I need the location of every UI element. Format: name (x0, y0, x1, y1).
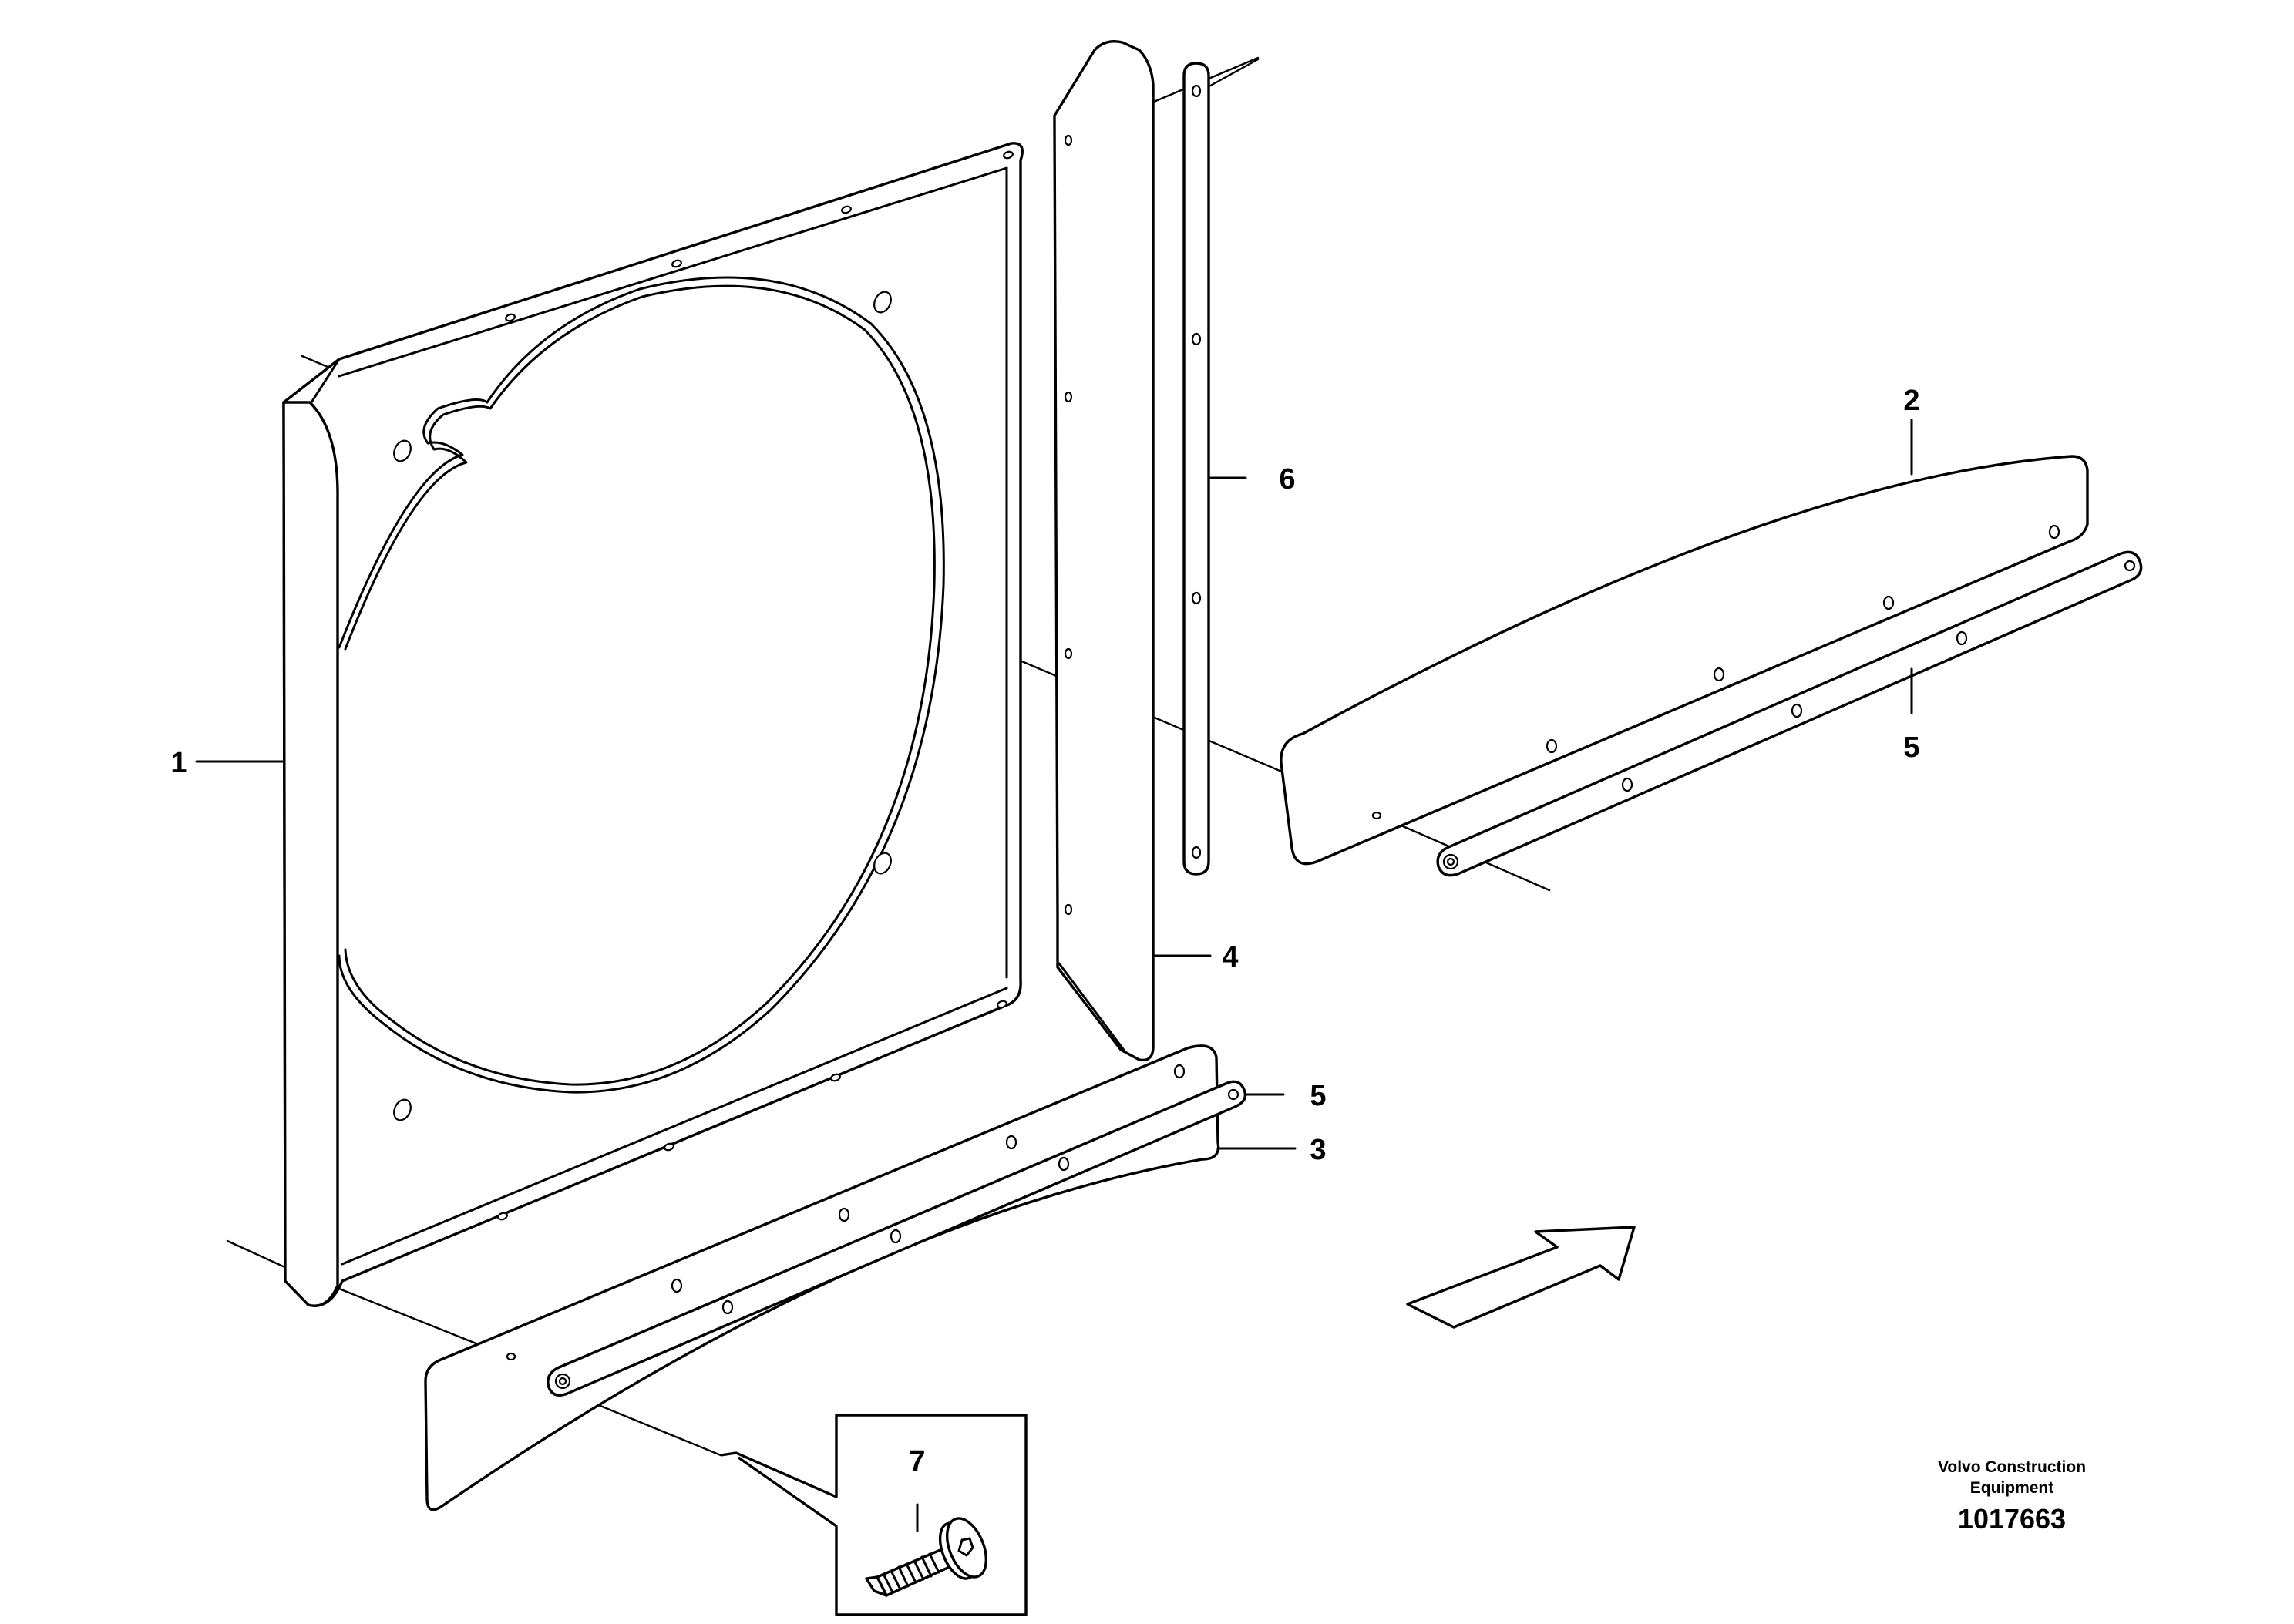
direction-arrow-icon (1406, 1226, 1636, 1329)
part-label-4: 4 (1222, 941, 1238, 973)
document-number: 1017663 (1958, 1503, 2066, 1535)
upper-seal (1280, 455, 2089, 866)
part-label-5-upper: 5 (1903, 731, 1919, 764)
part-label-1: 1 (170, 747, 187, 779)
company-name-line2: Equipment (1970, 1479, 2054, 1497)
company-name-line1: Volvo Construction (1938, 1458, 2086, 1476)
lower-bar-strip (547, 1080, 1247, 1397)
fan-shroud (282, 142, 1024, 1307)
part-label-6: 6 (1279, 463, 1295, 496)
screw-icon (865, 1517, 988, 1597)
part-label-3: 3 (1310, 1134, 1326, 1166)
leader-lines (195, 419, 1913, 1150)
vertical-strip (1182, 62, 1210, 876)
side-panel (1053, 40, 1155, 1062)
part-label-7: 7 (909, 1445, 925, 1478)
part-label-5-lower: 5 (1310, 1080, 1326, 1112)
part-label-2: 2 (1903, 385, 1919, 417)
upper-bar-strip (1371, 550, 2143, 877)
screw-detail-box (720, 1414, 1028, 1616)
